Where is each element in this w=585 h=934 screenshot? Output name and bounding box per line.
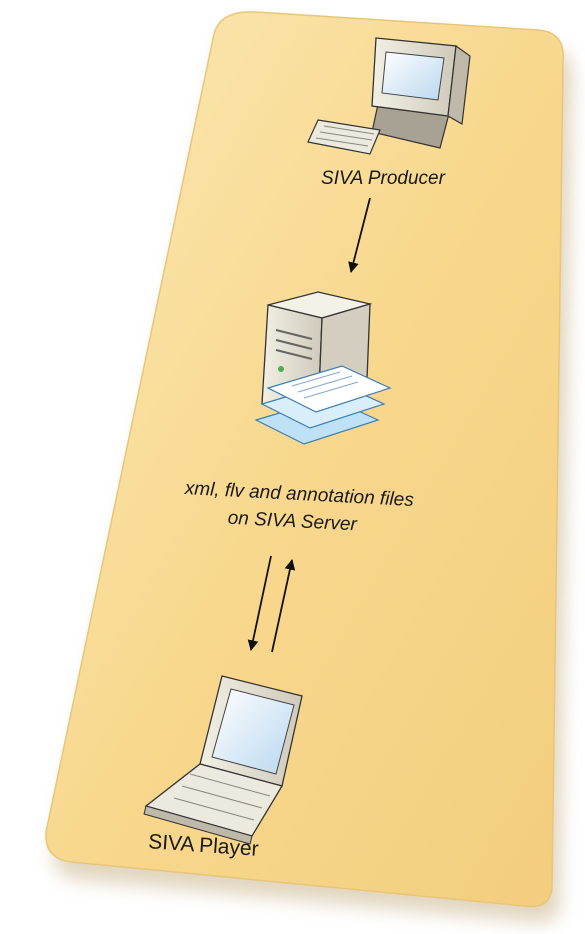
server-with-files-icon <box>254 291 392 445</box>
arrow-producer-to-server <box>348 197 371 274</box>
laptop-icon <box>143 675 303 845</box>
producer-label: SIVA Producer <box>321 168 446 189</box>
diagram-panel <box>45 11 565 908</box>
arrow-player-to-server <box>271 558 296 653</box>
desktop-computer-icon <box>307 37 471 155</box>
arrow-server-to-player <box>247 555 272 652</box>
